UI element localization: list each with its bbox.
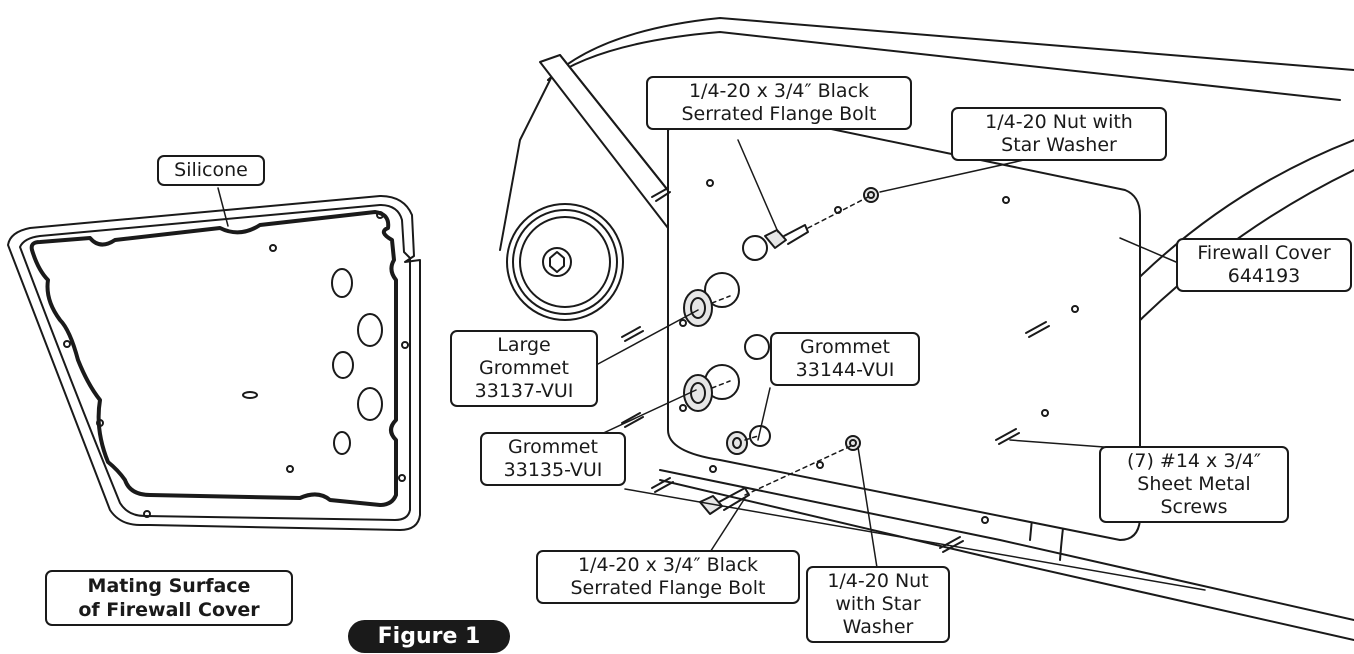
label-mating-surface: Mating Surface of Firewall Cover [45,570,293,626]
sheet-metal-screws [621,187,1050,553]
label-grommet-33144: Grommet 33144-VUI [770,332,920,386]
label-grommet-33135: Grommet 33135-VUI [480,432,626,486]
mating-surface-panel [7,195,421,531]
label-firewall-cover: Firewall Cover 644193 [1176,238,1352,292]
star-nut-top [863,187,879,203]
label-nut-bottom: 1/4-20 Nut with Star Washer [806,566,950,643]
label-flange-bolt-bottom: 1/4-20 x 3/4″ Black Serrated Flange Bolt [536,550,800,604]
label-silicone: Silicone [157,155,265,186]
large-grommet-disc [506,203,624,321]
label-flange-bolt-top: 1/4-20 x 3/4″ Black Serrated Flange Bolt [646,76,912,130]
figure-label: Figure 1 [348,620,510,653]
silicone-bead [29,210,398,507]
firewall-cover-panel [667,107,1141,541]
label-nut-top: 1/4-20 Nut with Star Washer [951,107,1167,161]
grommet-33137-part [683,289,713,327]
label-sheet-metal-screws: (7) #14 x 3/4″ Sheet Metal Screws [1099,446,1289,523]
grommet-33144-part [726,431,748,455]
leader-lines [217,139,1206,591]
label-large-grommet: Large Grommet 33137-VUI [450,330,598,407]
flange-bolt-top [764,224,809,249]
mating-surface-holes [63,211,409,518]
